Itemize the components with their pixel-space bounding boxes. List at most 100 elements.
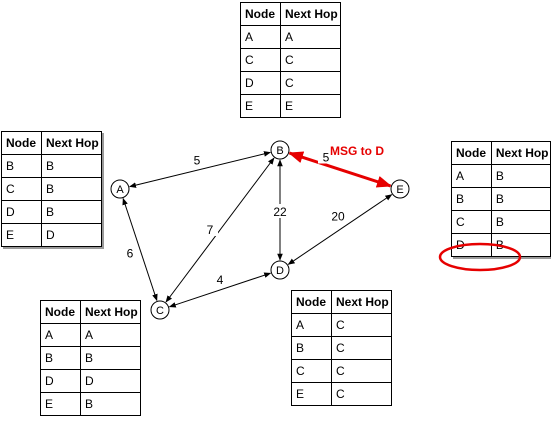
edge-weight-label: 20 — [331, 210, 345, 224]
edge-a-c — [122, 197, 158, 302]
edge-weight-label: 5 — [194, 154, 201, 168]
destination-cell: C — [451, 210, 492, 234]
edge-c-d — [168, 272, 272, 308]
next-hop-cell: E — [280, 94, 341, 118]
edge-b-e — [288, 151, 392, 188]
next-hop-cell: C — [280, 48, 341, 72]
destination-cell: C — [1, 177, 42, 201]
header-next-hop: Next Hop — [41, 131, 102, 155]
header-node: Node — [451, 141, 492, 165]
node-label: A — [116, 184, 124, 196]
edge-weight-label: 4 — [217, 273, 224, 287]
edge-label-background — [318, 149, 334, 164]
header-next-hop: Next Hop — [80, 300, 141, 324]
edge-weight-label: 6 — [127, 247, 134, 261]
destination-cell: A — [40, 323, 81, 347]
node-label: D — [276, 265, 284, 277]
next-hop-cell: C — [331, 313, 392, 337]
next-hop-cell: B — [80, 392, 141, 416]
destination-cell: D — [451, 233, 492, 257]
next-hop-cell: C — [280, 71, 341, 95]
header-next-hop: Next Hop — [280, 2, 341, 26]
next-hop-cell: B — [80, 346, 141, 370]
destination-cell: E — [1, 223, 42, 247]
edge-label-background — [330, 208, 346, 223]
edge-weight-label: 22 — [273, 205, 287, 219]
next-hop-cell: C — [331, 382, 392, 406]
next-hop-cell: B — [490, 187, 551, 211]
destination-cell: D — [1, 200, 42, 224]
edge-label-background — [212, 272, 228, 286]
header-node: Node — [40, 300, 81, 324]
edge-label-background — [122, 245, 138, 260]
next-hop-cell: B — [41, 154, 102, 178]
next-hop-cell: C — [331, 336, 392, 360]
destination-cell: B — [40, 346, 81, 370]
node-label: C — [156, 305, 164, 317]
destination-cell: A — [451, 164, 492, 188]
edge-weight-label: 5 — [323, 151, 330, 165]
header-node: Node — [1, 131, 42, 155]
edge-d-e — [287, 194, 393, 265]
node-label: B — [276, 145, 283, 157]
node-circle-e — [390, 179, 410, 199]
next-hop-cell: B — [490, 210, 551, 234]
destination-cell: D — [240, 71, 281, 95]
destination-cell: C — [291, 359, 332, 383]
node-circle-d — [270, 260, 290, 280]
destination-cell: B — [451, 187, 492, 211]
destination-cell: E — [291, 382, 332, 406]
header-next-hop: Next Hop — [490, 141, 551, 165]
next-hop-cell: A — [80, 323, 141, 347]
destination-cell: E — [240, 94, 281, 118]
destination-cell: B — [291, 336, 332, 360]
message-label: MSG to D — [330, 144, 384, 158]
destination-cell: D — [40, 369, 81, 393]
destination-cell: B — [1, 154, 42, 178]
next-hop-cell: A — [280, 25, 341, 49]
next-hop-cell: D — [41, 223, 102, 247]
node-circle-a — [110, 179, 130, 199]
edge-label-background — [202, 222, 218, 236]
header-node: Node — [240, 2, 281, 26]
edge-label-background — [272, 204, 288, 218]
node-circle-b — [270, 140, 290, 160]
next-hop-cell: B — [41, 200, 102, 224]
next-hop-cell: B — [490, 164, 551, 188]
node-label: E — [396, 184, 403, 196]
destination-cell: C — [240, 48, 281, 72]
next-hop-cell: B — [490, 233, 551, 257]
destination-cell: A — [240, 25, 281, 49]
header-next-hop: Next Hop — [331, 290, 392, 314]
next-hop-cell: C — [331, 359, 392, 383]
destination-cell: A — [291, 313, 332, 337]
node-circle-c — [150, 300, 170, 320]
next-hop-cell: B — [41, 177, 102, 201]
destination-cell: E — [40, 392, 81, 416]
edge-weight-label: 7 — [207, 223, 214, 237]
